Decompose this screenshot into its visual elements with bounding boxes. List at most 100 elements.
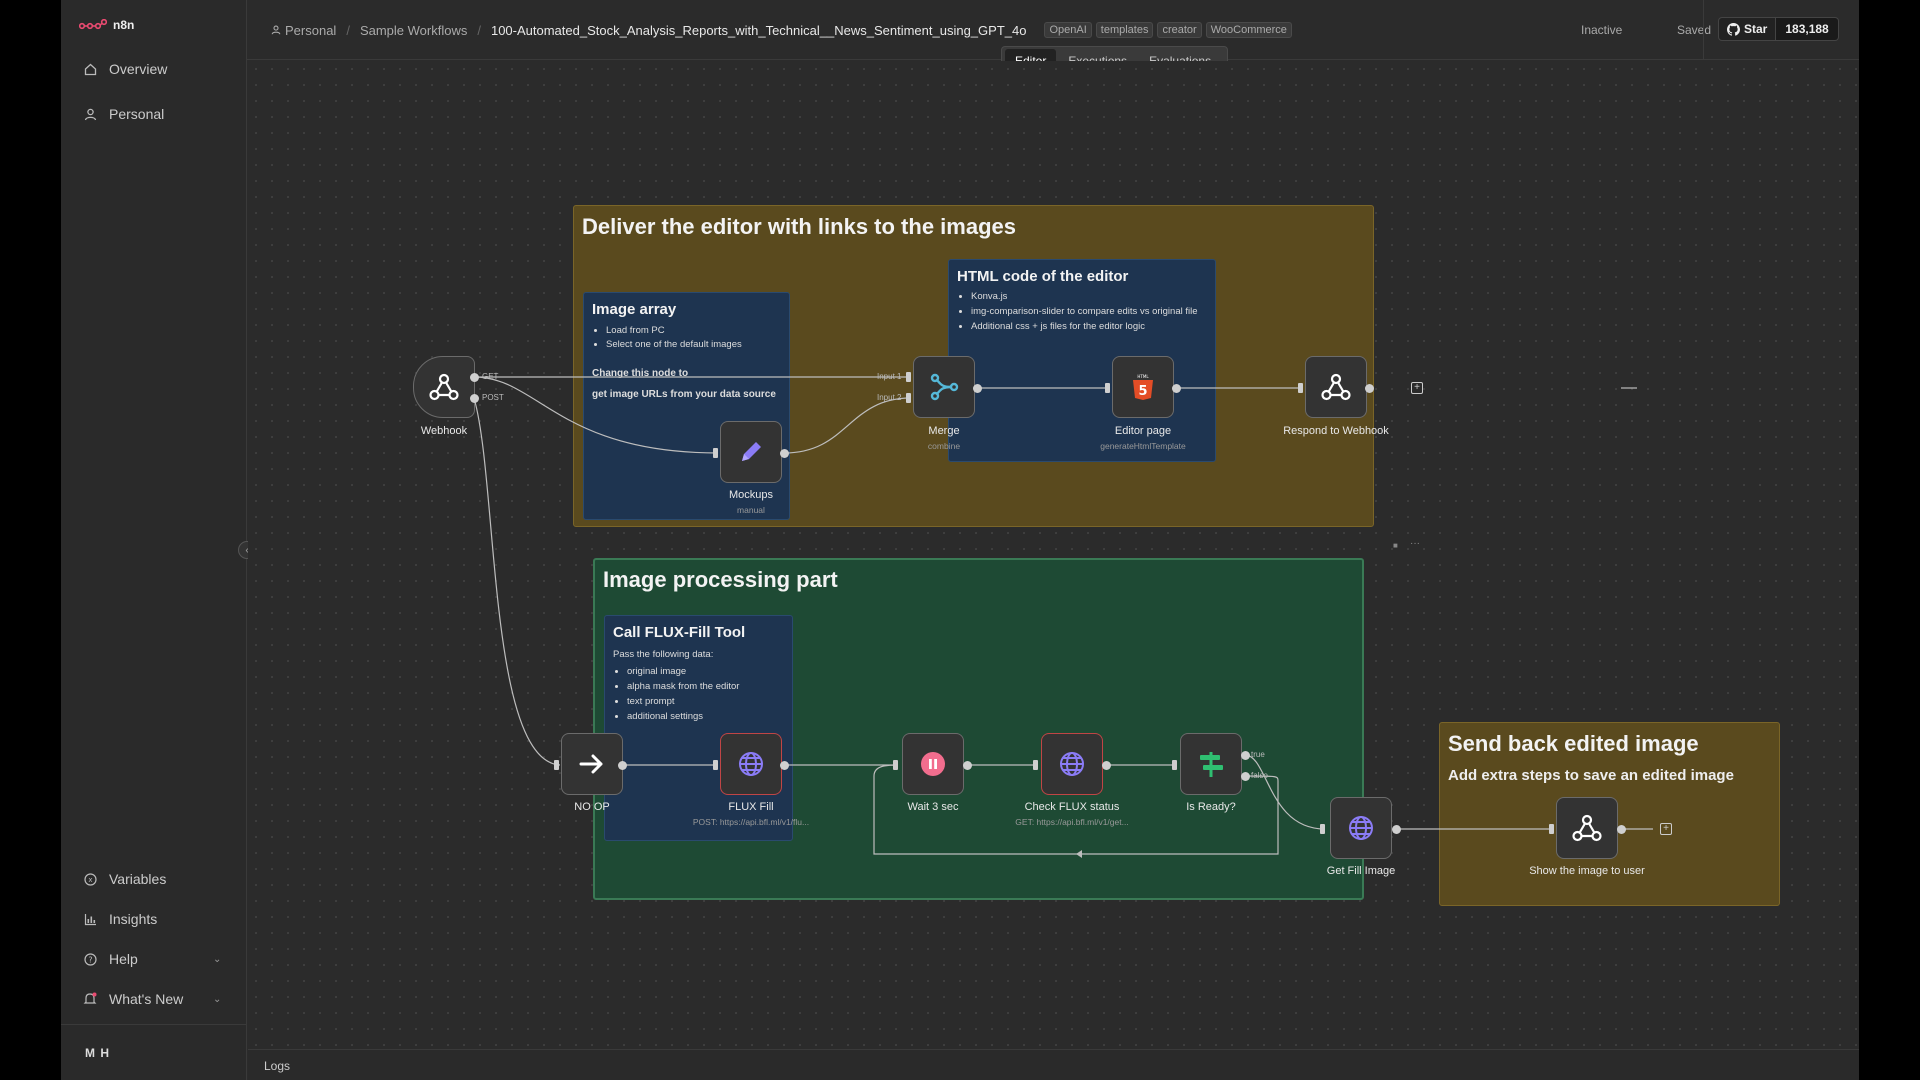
sidebar-item-variables[interactable]: x Variables <box>83 871 166 887</box>
connections-layer <box>473 376 1653 858</box>
sticky-bullets: Load from PC Select one of the default i… <box>592 324 781 352</box>
output-handle[interactable] <box>1365 384 1374 393</box>
input-handle[interactable] <box>906 393 911 403</box>
tag[interactable]: templates <box>1095 22 1154 38</box>
input-handle[interactable] <box>1172 760 1177 770</box>
node-label: Is Ready? <box>1186 801 1236 813</box>
input-handle[interactable] <box>1549 824 1554 834</box>
active-toggle-status[interactable]: Inactive <box>1581 23 1623 37</box>
workflow-canvas[interactable]: Deliver the editor with links to the ima… <box>248 61 1859 1049</box>
node-wait[interactable] <box>902 733 964 795</box>
input-handle[interactable] <box>1105 383 1110 393</box>
node-label: Editor page <box>1114 425 1172 437</box>
connection-webhook-noop <box>473 397 561 766</box>
node-flux-fill[interactable] <box>720 733 782 795</box>
node-subtitle: manual <box>737 505 765 515</box>
output-handle[interactable] <box>963 761 972 770</box>
tag[interactable]: WooCommerce <box>1205 22 1292 38</box>
output-handle[interactable] <box>1172 384 1181 393</box>
input-handle[interactable] <box>713 448 718 458</box>
bullet: Load from PC <box>606 324 781 338</box>
output-handle[interactable] <box>1392 825 1401 834</box>
chart-icon <box>83 912 97 926</box>
sidebar-item-personal[interactable]: Personal <box>83 106 164 122</box>
node-check-flux-status[interactable] <box>1041 733 1103 795</box>
tag[interactable]: OpenAI <box>1044 22 1092 38</box>
output-handle[interactable] <box>470 373 479 382</box>
node-webhook[interactable] <box>413 356 475 418</box>
input-handle[interactable] <box>1320 824 1325 834</box>
sticky-title: Deliver the editor with links to the ima… <box>582 214 1016 239</box>
svg-text:5: 5 <box>1138 384 1147 399</box>
port-label: true <box>1251 750 1265 759</box>
sticky-title: Image processing part <box>603 567 838 592</box>
breadcrumb-label: Personal <box>285 22 337 38</box>
variables-icon: x <box>83 872 97 886</box>
sticky-title: Send back edited image <box>1448 731 1699 756</box>
github-star-label-wrap: Star <box>1718 17 1777 41</box>
user-avatar[interactable]: M H <box>85 1046 110 1060</box>
output-handle[interactable] <box>1617 825 1626 834</box>
sidebar-item-insights[interactable]: Insights <box>83 911 157 927</box>
node-is-ready[interactable] <box>1180 733 1242 795</box>
node-respond-to-webhook[interactable] <box>1305 356 1367 418</box>
node-get-fill-image[interactable] <box>1330 797 1392 859</box>
tag[interactable]: creator <box>1157 22 1202 38</box>
header-divider <box>1703 0 1704 60</box>
node-label: Merge <box>928 425 960 437</box>
node-editor-page[interactable]: HTML 5 <box>1112 356 1174 418</box>
output-handle-true[interactable] <box>1241 751 1250 760</box>
input-handle[interactable] <box>906 372 911 382</box>
bullet: text prompt <box>627 694 784 709</box>
sidebar-item-overview[interactable]: Overview <box>83 61 167 77</box>
input-handle[interactable] <box>893 760 898 770</box>
logs-panel-toggle[interactable]: Logs <box>248 1049 1859 1080</box>
node-merge[interactable] <box>913 356 975 418</box>
output-handle[interactable] <box>973 384 982 393</box>
sticky-bullets: Konva.js img-comparison-slider to compar… <box>957 291 1207 333</box>
chevron-down-icon: ⌄ <box>213 993 222 1005</box>
app-logo[interactable]: n8n <box>79 18 134 32</box>
output-handle[interactable] <box>780 449 789 458</box>
workflow-name[interactable]: 100-Automated_Stock_Analysis_Reports_wit… <box>490 22 1027 38</box>
breadcrumb-personal[interactable]: Personal <box>271 23 336 38</box>
output-handle[interactable] <box>618 761 627 770</box>
user-icon <box>271 25 281 35</box>
port-label: false <box>1251 771 1268 780</box>
output-handle[interactable] <box>1102 761 1111 770</box>
add-node-button[interactable]: + <box>1660 823 1672 835</box>
node-show-image[interactable] <box>1556 797 1618 859</box>
add-node-button[interactable]: + <box>1411 382 1423 394</box>
input-handle[interactable] <box>1298 383 1303 393</box>
n8n-app: n8n Overview Personal x Variables Insigh… <box>61 0 1859 1080</box>
node-label: Get Fill Image <box>1326 865 1396 877</box>
delete-icon[interactable]: ■ <box>1393 541 1398 550</box>
sidebar-item-help[interactable]: ? Help ⌄ <box>83 951 221 967</box>
breadcrumb-separator: / <box>346 22 350 38</box>
node-no-op[interactable] <box>561 733 623 795</box>
arrow-right-icon <box>579 754 603 774</box>
sticky-note-call-flux[interactable]: Call FLUX-Fill Tool Pass the following d… <box>604 615 793 841</box>
sidebar-item-label: Insights <box>109 911 158 927</box>
port-label: Input 1 <box>877 372 902 381</box>
input-handle[interactable] <box>554 760 559 770</box>
breadcrumb-folder[interactable]: Sample Workflows <box>359 22 468 38</box>
input-handle[interactable] <box>1033 760 1038 770</box>
tag-list: OpenAI templates creator WooCommerce <box>1044 22 1292 38</box>
node-mockups[interactable] <box>720 421 782 483</box>
output-handle[interactable] <box>470 394 479 403</box>
bullet: Additional css + js files for the editor… <box>971 321 1207 333</box>
node-label: NO OP <box>574 801 610 813</box>
input-handle[interactable] <box>713 760 718 770</box>
sidebar-item-whats-new[interactable]: What's New ⌄ <box>83 991 221 1007</box>
bell-icon <box>83 992 97 1006</box>
output-handle[interactable] <box>780 761 789 770</box>
webhook-icon <box>429 373 459 401</box>
n8n-logo-icon <box>79 19 107 30</box>
github-star-button[interactable]: Star 183,188 <box>1718 17 1839 41</box>
globe-icon <box>1349 816 1373 840</box>
sticky-bullets: original image alpha mask from the edito… <box>613 664 784 724</box>
output-handle-false[interactable] <box>1241 772 1250 781</box>
more-options-icon[interactable]: ··· <box>1410 538 1420 549</box>
node-label: Show the image to user <box>1529 865 1645 877</box>
